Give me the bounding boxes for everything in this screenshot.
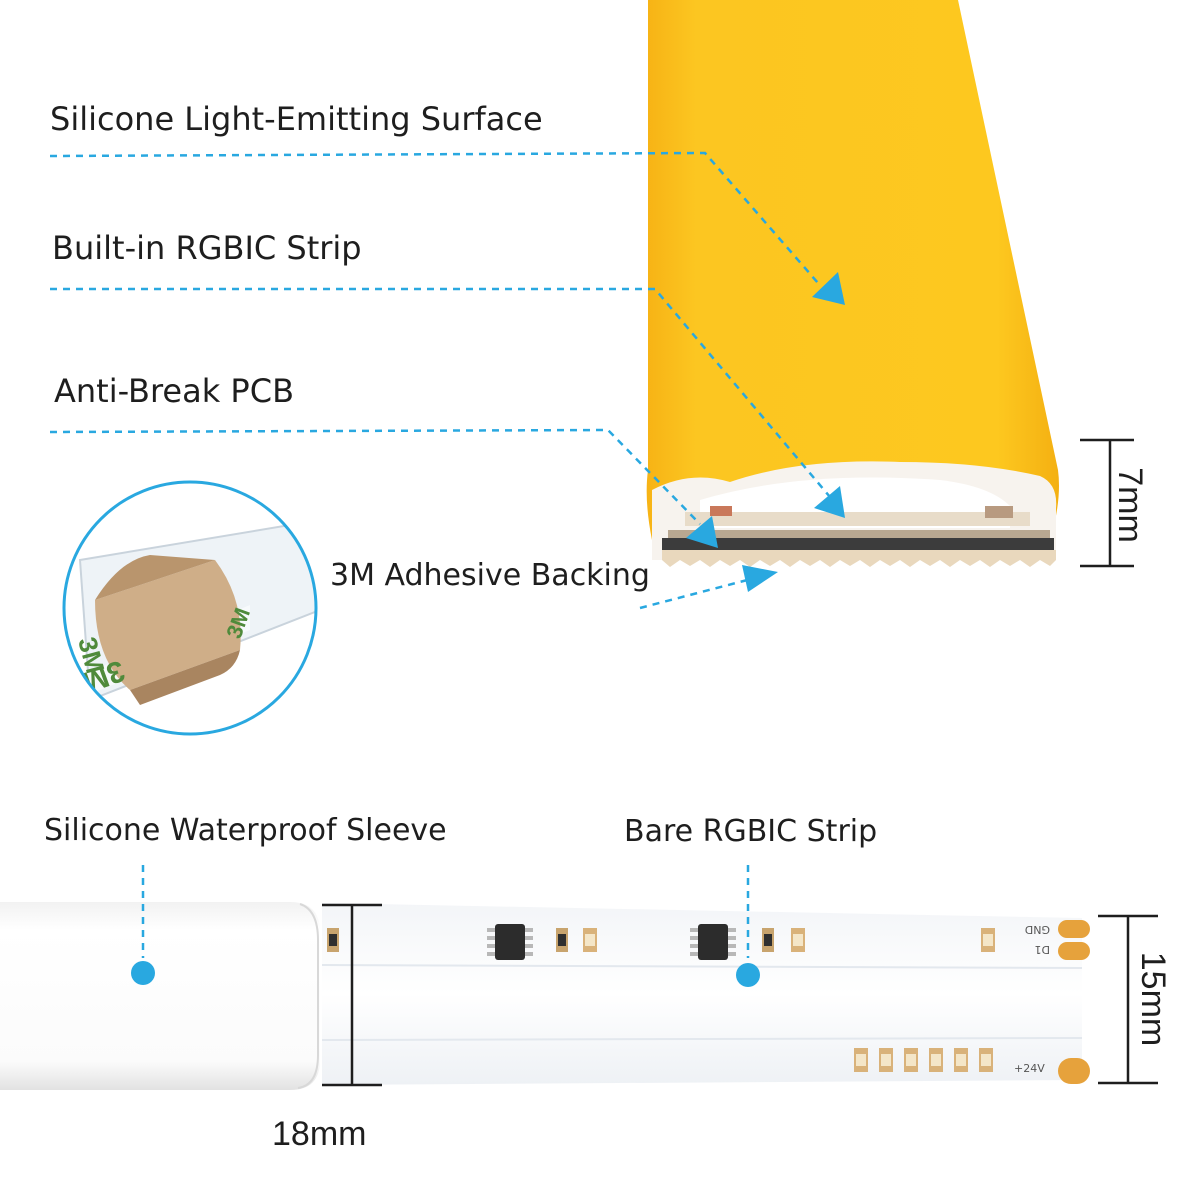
label-bare-strip: Bare RGBIC Strip — [624, 814, 878, 849]
marker-bare-strip — [736, 963, 760, 987]
marker-sleeve — [131, 961, 155, 985]
led-chip-icon — [710, 506, 732, 516]
led-chip-icon — [791, 928, 805, 952]
led-chip-icon — [854, 1048, 868, 1072]
smd-resistor — [327, 928, 339, 952]
sleeve-width-dimension — [322, 903, 382, 1087]
arrow-pcb — [686, 516, 718, 548]
gnd-pad — [1058, 920, 1090, 938]
arrow-strip — [814, 486, 845, 518]
led-chip-icon — [929, 1048, 943, 1072]
silicone-surface-body — [646, 0, 1059, 540]
adhesive-inset: 3M 3M 3M — [62, 480, 318, 736]
adhesive-layer — [662, 538, 1054, 550]
label-waterproof-sleeve: Silicone Waterproof Sleeve — [44, 813, 447, 848]
led-chip-icon — [879, 1048, 893, 1072]
gnd-label: GND — [1025, 923, 1050, 936]
data-label: D1 — [1035, 943, 1050, 956]
built-in-strip-section — [685, 512, 1030, 526]
dimension-strip-width: 15mm — [1134, 951, 1173, 1047]
ic-chip — [690, 924, 736, 960]
tape-liner — [95, 560, 241, 690]
arrow-adhesive — [742, 565, 778, 592]
dimension-height: 7mm — [1110, 467, 1149, 543]
smd-resistor — [762, 928, 774, 952]
strip-width-dimension — [1098, 914, 1158, 1085]
data-pad — [1058, 942, 1090, 960]
led-chip-icon — [904, 1048, 918, 1072]
led-chip-icon — [583, 928, 597, 952]
leader-pcb — [49, 428, 701, 525]
label-adhesive-backing: 3M Adhesive Backing — [330, 558, 650, 593]
led-chip-icon — [979, 1048, 993, 1072]
power-label: +24V — [1014, 1062, 1045, 1075]
leader-strip — [50, 287, 831, 498]
leader-adhesive — [639, 576, 756, 610]
height-dimension — [1080, 438, 1134, 568]
led-chip-icon — [954, 1048, 968, 1072]
power-pad — [1058, 1058, 1090, 1084]
led-chip-icon — [981, 928, 995, 952]
pcb-layer — [668, 530, 1050, 538]
waterproof-sleeve — [0, 902, 320, 1090]
label-built-in-strip: Built-in RGBIC Strip — [52, 229, 362, 267]
leader-surface — [49, 151, 819, 284]
label-anti-break-pcb: Anti-Break PCB — [54, 372, 295, 410]
ic-chip — [487, 924, 533, 960]
label-silicone-surface: Silicone Light-Emitting Surface — [50, 100, 543, 138]
smd-resistor — [556, 928, 568, 952]
arrow-surface — [812, 272, 845, 305]
dimension-sleeve-width: 18mm — [272, 1115, 367, 1153]
